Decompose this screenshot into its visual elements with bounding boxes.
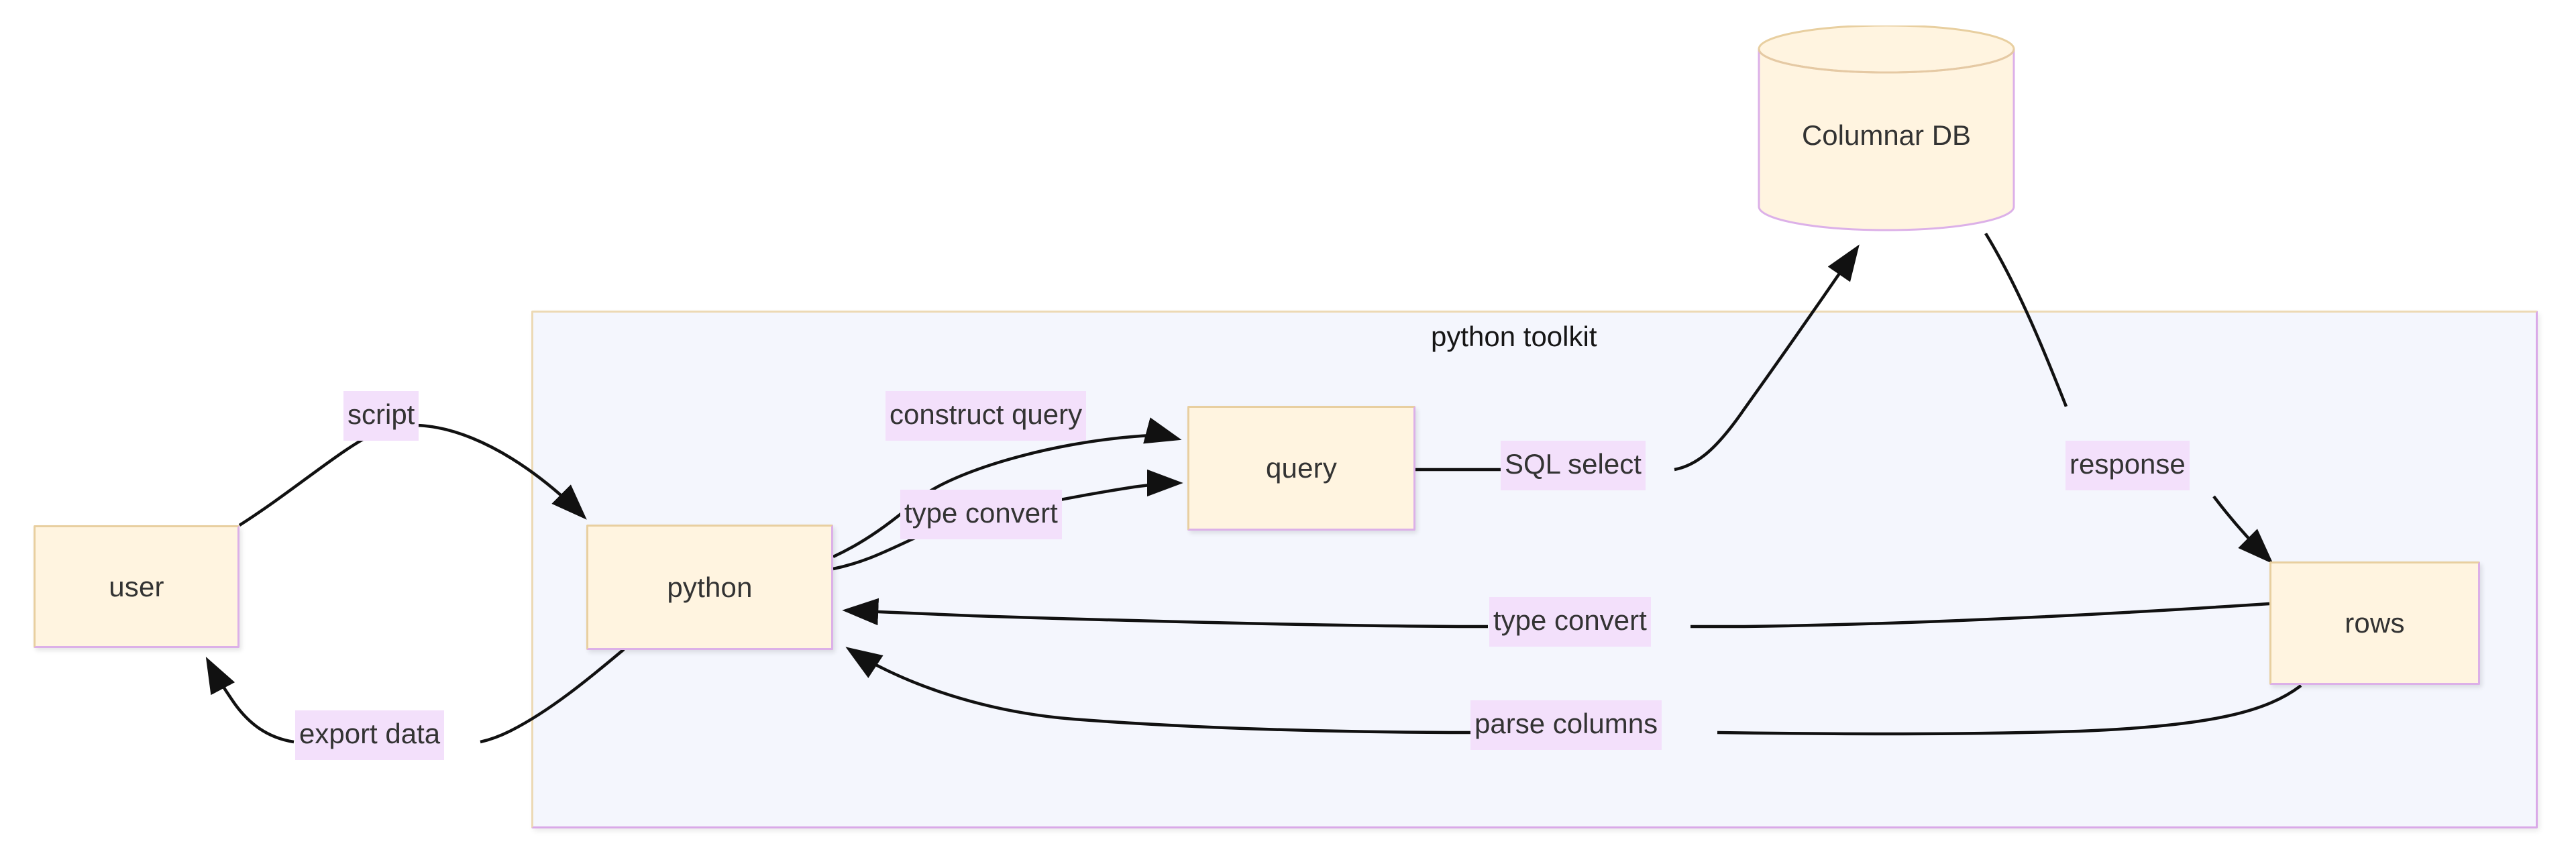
node-columnar-db[interactable] [1752, 25, 2021, 240]
node-rows[interactable]: rows [2269, 561, 2480, 685]
edge-label-script: script [343, 391, 419, 441]
node-python-label: python [667, 571, 753, 603]
node-query-label: query [1265, 452, 1338, 484]
subgraph-title: python toolkit [1431, 321, 1597, 352]
node-rows-label: rows [2345, 607, 2405, 639]
edge-label-type-convert-out: type convert [900, 490, 1062, 539]
edge-label-parse-columns: parse columns [1470, 700, 1662, 750]
edge-label-type-convert-in: type convert [1489, 597, 1651, 647]
edge-label-sql-select: SQL select [1501, 441, 1646, 490]
edge-label-construct-query: construct query [885, 391, 1087, 441]
node-python[interactable]: python [586, 525, 833, 650]
node-user-label: user [109, 570, 164, 602]
node-columnar-db-label: Columnar DB [1801, 119, 1972, 151]
edge-label-response: response [2065, 441, 2190, 490]
edge-label-export-data: export data [295, 710, 445, 760]
node-query[interactable]: query [1187, 406, 1415, 531]
node-user[interactable]: user [34, 525, 239, 648]
